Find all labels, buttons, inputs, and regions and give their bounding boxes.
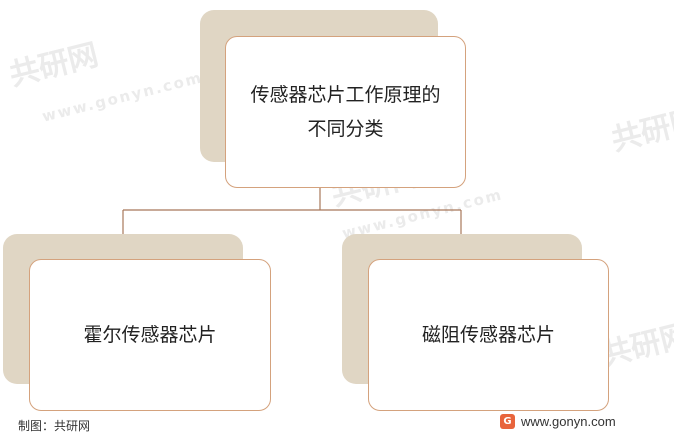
hall-sensor-label: 霍尔传感器芯片 — [83, 324, 217, 346]
root-node-line2: 不同分类 — [307, 118, 384, 140]
root-node-line1: 传感器芯片工作原理的 — [250, 84, 441, 106]
magnetoresistive-sensor-node: 磁阻传感器芯片 — [368, 259, 609, 411]
footer-brand: G www.gonyn.com — [500, 414, 616, 429]
footer-url: www.gonyn.com — [521, 414, 616, 429]
magnetoresistive-sensor-label: 磁阻传感器芯片 — [421, 324, 555, 346]
root-node-text: 传感器芯片工作原理的 不同分类 — [250, 78, 440, 146]
source-caption: 制图：共研网 — [18, 419, 91, 433]
root-node: 传感器芯片工作原理的 不同分类 — [225, 36, 466, 188]
gonyn-logo-icon: G — [500, 414, 515, 429]
hall-sensor-node: 霍尔传感器芯片 — [29, 259, 271, 411]
